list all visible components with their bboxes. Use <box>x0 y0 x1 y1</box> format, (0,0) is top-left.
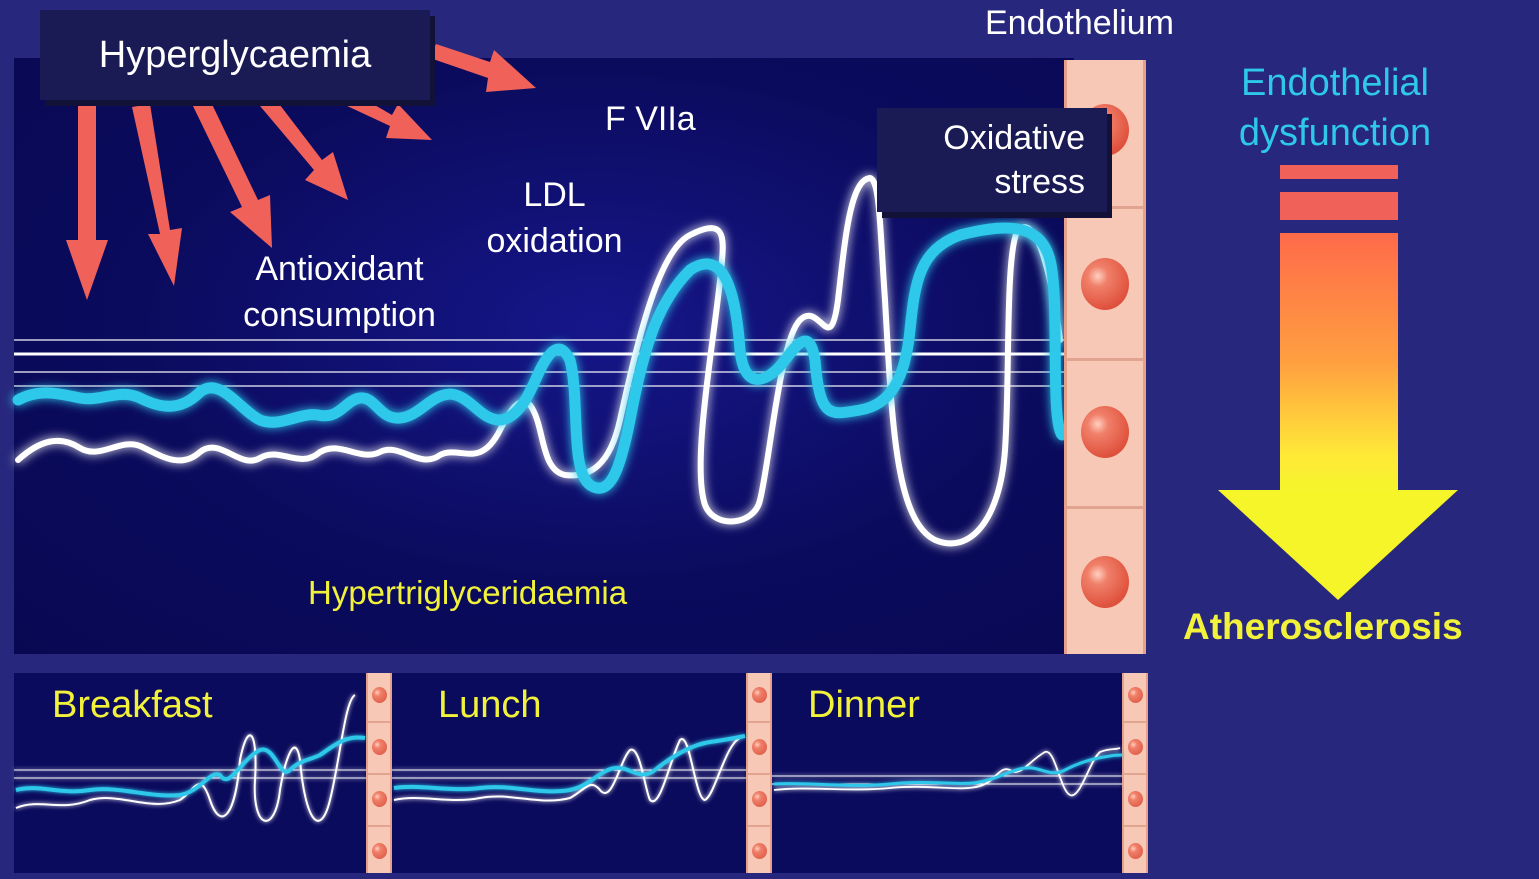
dinner-panel <box>772 673 1122 873</box>
cyan-wave <box>12 222 1068 494</box>
mini-endothelium <box>746 673 772 873</box>
atherosclerosis-label: Atherosclerosis <box>1183 606 1463 647</box>
antioxidant-consumption-label: Antioxidant consumption <box>222 246 457 338</box>
meal-label-lunch: Lunch <box>438 684 542 726</box>
fviia-label: F VIIa <box>605 100 696 138</box>
ldl-oxidation-label: LDL oxidation <box>472 172 637 264</box>
endothelial-cell <box>1081 406 1129 458</box>
hypertriglyceridaemia-label: Hypertriglyceridaemia <box>308 574 628 611</box>
ldl-line-2: oxidation <box>486 222 623 260</box>
oxidative-stress-label: Oxidative stress <box>877 108 1107 212</box>
red-arrow <box>430 44 536 92</box>
red-arrow <box>66 105 108 300</box>
endo-dys-line-1: Endothelial <box>1240 62 1430 104</box>
antiox-line-1: Antioxidant <box>255 250 424 288</box>
hyperglycaemia-label: Hyperglycaemia <box>40 10 430 100</box>
endothelial-cell <box>1081 258 1129 310</box>
lunch-panel <box>392 673 746 873</box>
oxidative-line-2: stress <box>994 163 1085 201</box>
dinner-waves <box>772 747 1123 797</box>
meal-label-breakfast: Breakfast <box>52 684 213 726</box>
atherosclerosis-arrow <box>1218 165 1458 600</box>
mini-endothelium <box>1122 673 1148 873</box>
mini-endothelium <box>366 673 392 873</box>
meal-label-dinner: Dinner <box>808 684 920 726</box>
lunch-waves <box>392 734 746 803</box>
red-arrow <box>255 92 348 200</box>
breakfast-panel <box>14 673 366 873</box>
endothelial-cell <box>1081 556 1129 608</box>
endothelium-label: Endothelium <box>985 4 1175 42</box>
ldl-line-1: LDL <box>523 176 586 214</box>
cell-boundary <box>1067 506 1143 509</box>
breakfast-waves <box>14 694 366 822</box>
endothelial-dysfunction-label: Endothelial dysfunction <box>1205 58 1465 158</box>
red-arrow <box>132 104 182 286</box>
oxidative-line-1: Oxidative <box>943 119 1085 157</box>
endo-dys-line-2: dysfunction <box>1238 112 1432 154</box>
antiox-line-2: consumption <box>243 296 436 334</box>
white-wave <box>15 174 1063 547</box>
cell-boundary <box>1067 358 1143 361</box>
red-arrow <box>192 100 272 248</box>
